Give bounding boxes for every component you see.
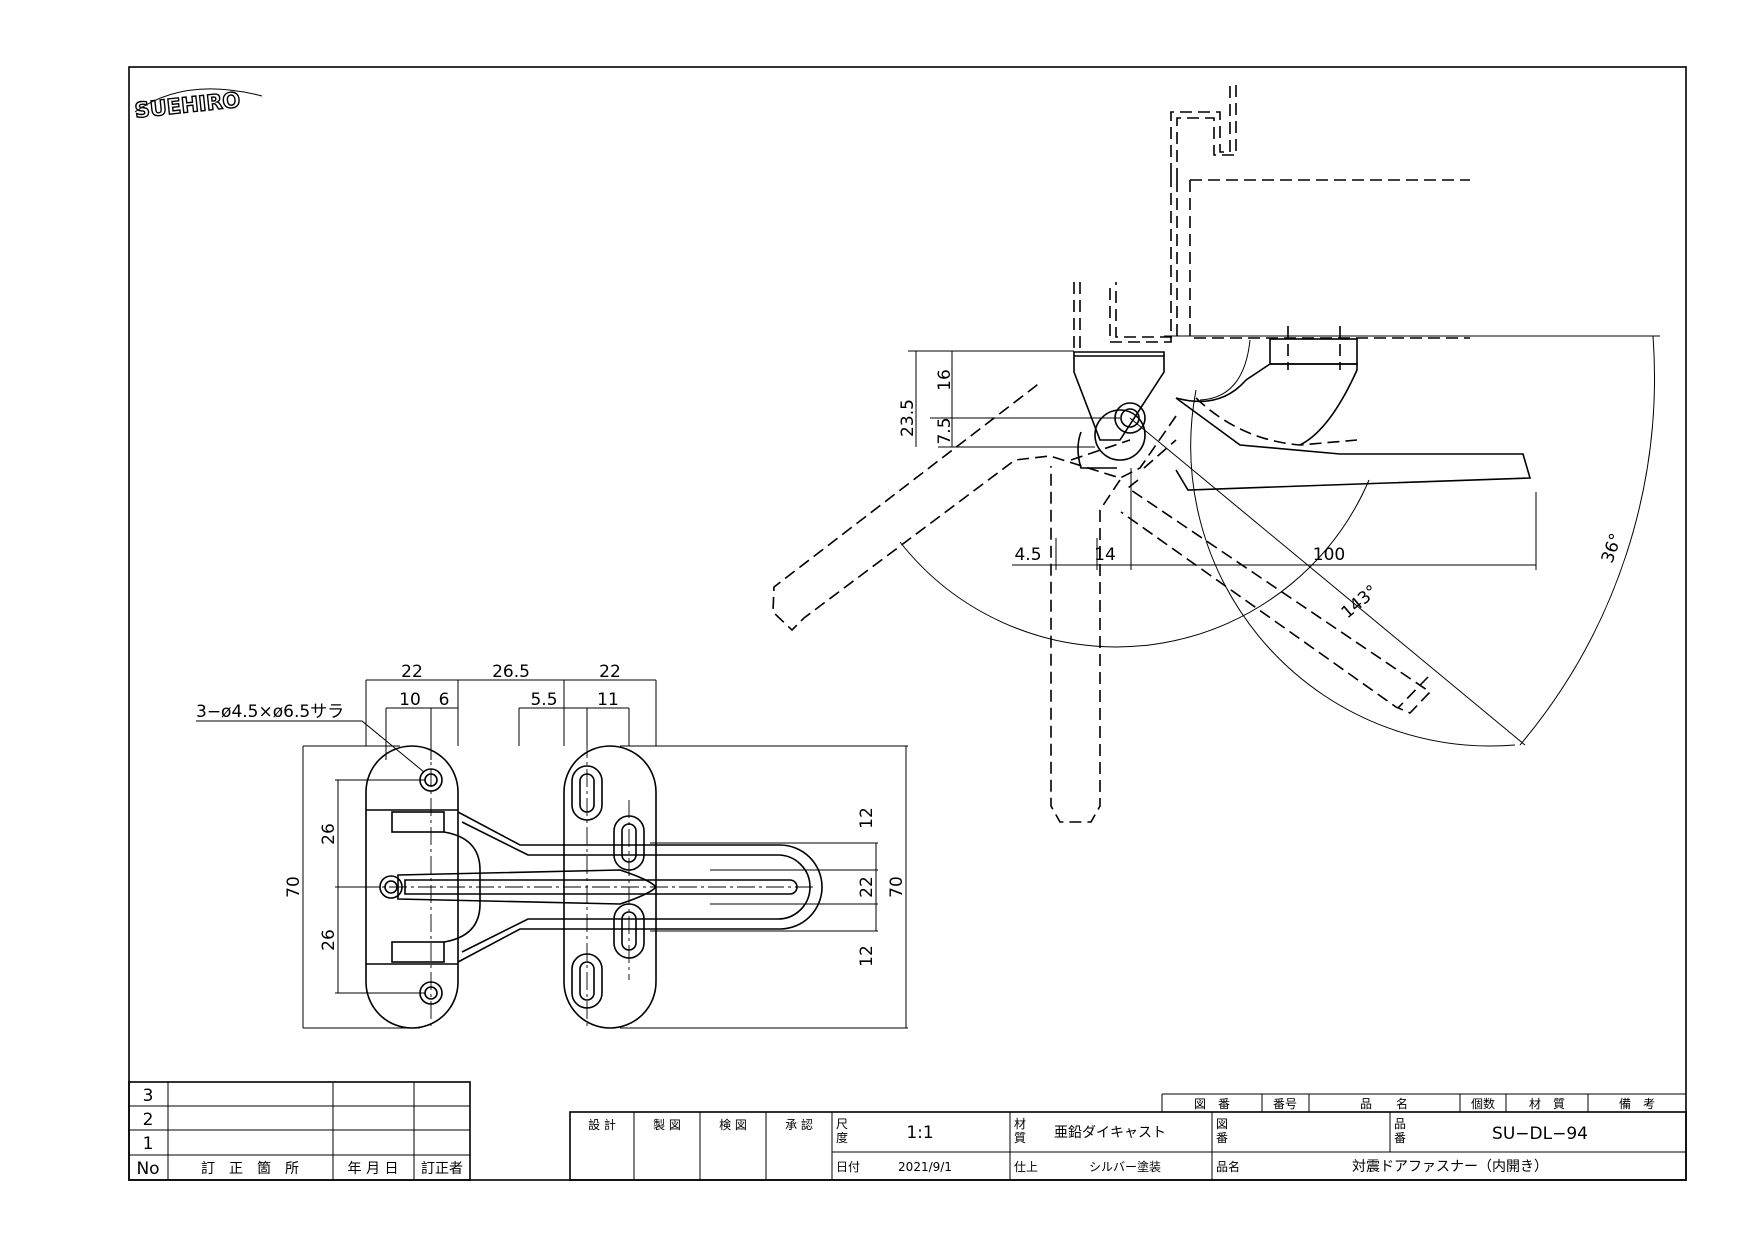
material-label-1: 材 [1014,1117,1026,1131]
dim-5-5: 5.5 [530,690,557,710]
revision-header-location: 訂 正 箇 所 [201,1160,299,1177]
dim-26-5: 26.5 [492,662,530,682]
revision-header-no: No [136,1159,159,1179]
approval-design: 設 計 [588,1117,616,1132]
dim-23-5: 23.5 [898,399,918,437]
scale-value: 1:1 [906,1123,933,1143]
finish-label: 仕上 [1014,1160,1038,1174]
product-no-label-2: 番 [1394,1131,1406,1145]
dim-11: 11 [597,690,619,710]
dim-26-bottom: 26 [319,929,339,951]
revision-table [128,1081,471,1181]
parts-header-material: 材 質 [1529,1096,1565,1111]
drawing-no-label-2: 番 [1216,1131,1228,1145]
dim-14: 14 [1094,545,1116,565]
finish-value: シルバー塗装 [1089,1159,1161,1174]
parts-header-remarks: 備 考 [1619,1096,1655,1111]
parts-header-qty: 個数 [1471,1096,1495,1111]
revision-row-2: 2 [143,1110,154,1130]
approval-drafting: 製 図 [653,1118,681,1132]
angle-36: 36° [1598,531,1627,566]
dim-16: 16 [935,369,955,391]
dim-7-5: 7.5 [935,417,955,444]
date-label: 日付 [836,1160,860,1174]
dim-12-top: 12 [857,807,877,829]
parts-header-number: 番号 [1273,1097,1297,1111]
dim-26-top: 26 [319,823,339,845]
front-view [196,679,908,1030]
revision-row-1: 1 [143,1134,154,1154]
svg-text:SUEHIRO: SUEHIRO [134,88,242,123]
revision-row-3: 3 [143,1086,154,1106]
product-no-label-1: 品 [1394,1117,1406,1131]
top-view [772,84,1660,823]
revision-header-corrector: 訂正者 [421,1161,463,1177]
dim-6: 6 [439,690,450,710]
product-name-label: 品名 [1216,1159,1240,1174]
parts-header-drawing-no: 図 番 [1194,1097,1230,1111]
parts-header-name: 品 名 [1360,1096,1408,1111]
material-label-2: 質 [1014,1130,1026,1145]
product-name-value: 対震ドアファスナー（内開き） [1352,1159,1548,1175]
suehiro-logo: SUEHIRO [133,87,263,123]
title-block [569,1093,1687,1181]
date-value: 2021/9/1 [898,1160,952,1174]
dim-12-bottom: 12 [857,945,877,967]
dim-22-vertical: 22 [857,876,877,898]
dim-22-left: 22 [401,662,423,682]
angle-143: 143° [1338,581,1382,623]
drawing-frame [128,66,1687,1181]
dim-70-left: 70 [284,876,304,898]
approval-approve: 承 認 [785,1117,813,1132]
dim-4-5: 4.5 [1014,545,1041,565]
dim-10: 10 [399,690,421,710]
approval-check: 検 図 [719,1118,747,1132]
dim-22-right: 22 [599,662,621,682]
material-value: 亜鉛ダイキャスト [1054,1125,1166,1141]
scale-label-2: 度 [836,1130,848,1145]
scale-label-1: 尺 [836,1117,848,1131]
product-no-value: SU−DL−94 [1492,1124,1588,1144]
drawing-no-label-1: 図 [1216,1117,1228,1131]
revision-header-date: 年 月 日 [348,1161,399,1177]
dim-100: 100 [1313,545,1345,565]
hole-note: 3−ø4.5×ø6.5サラ [196,702,344,722]
dim-70-right: 70 [887,876,907,898]
